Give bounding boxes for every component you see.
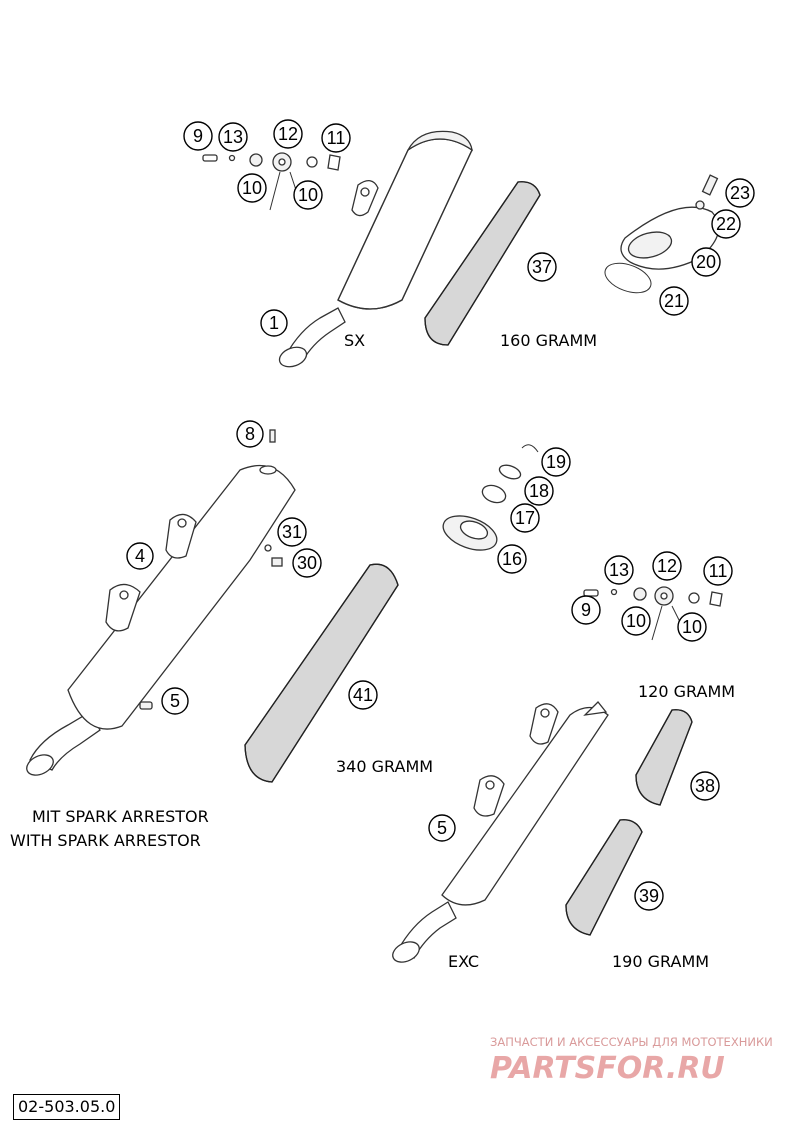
svg-text:18: 18 — [529, 481, 549, 501]
label-sx-packing: 160 GRAMM — [500, 331, 597, 350]
callout-31: 31 — [277, 517, 307, 547]
svg-text:5: 5 — [437, 818, 447, 838]
svg-text:12: 12 — [657, 556, 677, 576]
label-exc-packing-large: 190 GRAMM — [612, 952, 709, 971]
callout-37: 37 — [527, 252, 557, 282]
callout-19: 19 — [541, 447, 571, 477]
callout-11-c: 10 — [621, 606, 651, 636]
svg-text:4: 4 — [135, 546, 145, 566]
callout-12-b: 12 — [652, 551, 682, 581]
svg-text:5: 5 — [170, 691, 180, 711]
svg-text:9: 9 — [193, 126, 203, 146]
callout-11-a: 10 — [237, 173, 267, 203]
svg-text:20: 20 — [696, 252, 716, 272]
svg-text:38: 38 — [695, 776, 715, 796]
svg-text:22: 22 — [716, 214, 736, 234]
exc-packing-small — [635, 709, 693, 806]
sx-hardware — [202, 152, 341, 211]
callout-38: 38 — [690, 771, 720, 801]
callout-8: 5 — [161, 687, 189, 715]
exc-silencer — [392, 701, 609, 963]
svg-text:11: 11 — [709, 561, 728, 581]
callout-11-b: 10 — [293, 180, 323, 210]
svg-text:8: 8 — [245, 424, 255, 444]
svg-text:19: 19 — [546, 452, 566, 472]
callout-21: 21 — [659, 286, 689, 316]
svg-text:10: 10 — [626, 611, 646, 631]
callout-30: 30 — [292, 548, 322, 578]
callout-10: 9 — [183, 121, 213, 151]
svg-text:17: 17 — [515, 508, 535, 528]
svg-text:11: 11 — [327, 128, 346, 148]
arrestor-silencer — [26, 429, 296, 776]
label-arrestor-packing: 340 GRAMM — [336, 757, 433, 776]
callout-41: 41 — [348, 680, 378, 710]
callout-17: 17 — [510, 503, 540, 533]
watermark-tagline: ЗАПЧАСТИ И АКСЕССУАРЫ ДЛЯ МОТОТЕХНИКИ — [490, 1035, 773, 1049]
svg-text:10: 10 — [298, 185, 318, 205]
svg-text:30: 30 — [297, 553, 317, 573]
arrestor-packing — [244, 563, 399, 783]
callout-1: 1 — [260, 309, 288, 337]
callout-4: 4 — [126, 542, 154, 570]
svg-text:10: 10 — [242, 178, 262, 198]
exc-hardware — [583, 586, 723, 641]
callout-13: 11 — [321, 123, 351, 153]
callout-9: 8 — [236, 420, 264, 448]
callout-39: 39 — [634, 881, 664, 911]
svg-text:16: 16 — [502, 549, 522, 569]
label-sx: SX — [344, 331, 365, 350]
arrestor-insert — [442, 444, 539, 551]
svg-text:9: 9 — [581, 600, 591, 620]
svg-text:39: 39 — [639, 886, 659, 906]
callout-22: 22 — [711, 209, 741, 239]
callout-5: 55 — [428, 814, 456, 842]
exc-packing-large — [565, 819, 643, 936]
callout-23: 23 — [725, 178, 755, 208]
callout-14-b: 13 — [604, 555, 634, 585]
svg-text:10: 10 — [682, 617, 702, 637]
svg-text:12: 12 — [278, 124, 298, 144]
callout-16: 16 — [497, 544, 527, 574]
svg-text:37: 37 — [532, 257, 552, 277]
label-spark-de: MIT SPARK ARRESTOR — [32, 807, 209, 826]
svg-text:23: 23 — [730, 183, 750, 203]
callout-20: 20 — [691, 247, 721, 277]
sx-packing — [424, 181, 541, 346]
svg-text:13: 13 — [609, 560, 629, 580]
sx-end-cap — [604, 174, 720, 294]
callout-11-d: 10 — [677, 612, 707, 642]
diagram-code: 02-503.05.0 — [13, 1094, 121, 1120]
svg-text:1: 1 — [269, 313, 279, 333]
svg-text:13: 13 — [223, 127, 243, 147]
svg-text:21: 21 — [664, 291, 684, 311]
svg-text:31: 31 — [282, 522, 302, 542]
label-spark-en: WITH SPARK ARRESTOR — [10, 831, 201, 850]
sx-silencer — [278, 130, 473, 368]
callout-13-b: 11 — [703, 556, 733, 586]
label-exc: EXC — [448, 952, 479, 971]
callout-10-b: 9 — [571, 595, 601, 625]
watermark-logo: PARTSFOR.RU — [490, 1051, 725, 1086]
callout-14: 13 — [218, 122, 248, 152]
callout-18: 18 — [524, 476, 554, 506]
svg-text:41: 41 — [353, 685, 373, 705]
label-exc-packing-small: 120 GRAMM — [638, 682, 735, 701]
callout-12: 12 — [273, 119, 303, 149]
